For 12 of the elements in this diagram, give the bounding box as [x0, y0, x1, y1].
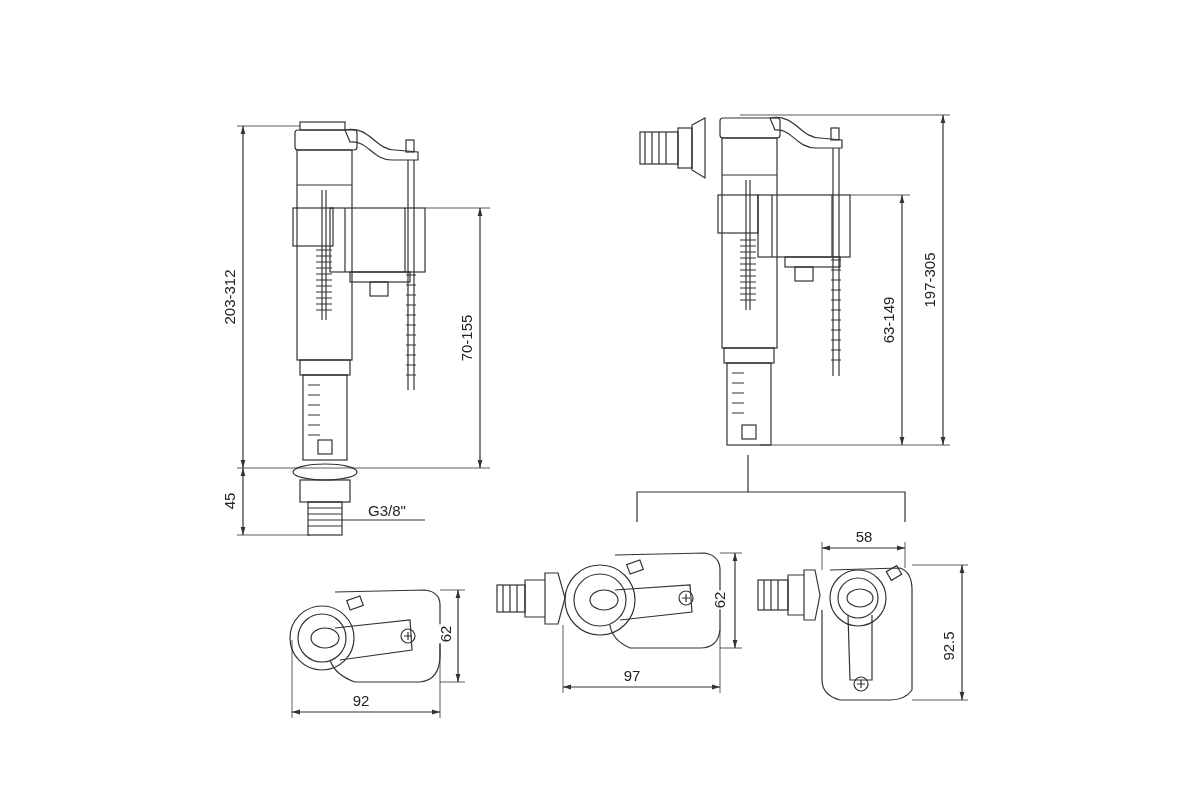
dimension-value: 62	[438, 624, 454, 644]
dimension-value: 45	[222, 491, 238, 511]
thread-size-label: G3/8"	[367, 503, 407, 519]
dimension-value: 62	[712, 590, 728, 610]
dimension-value: 70-155	[459, 313, 475, 363]
dimension-value: 92	[351, 693, 371, 709]
dimension-value: 197-305	[922, 251, 938, 309]
dimension-value: 58	[854, 529, 874, 545]
dimension-value: 97	[622, 668, 642, 684]
dimension-value: 92.5	[941, 630, 957, 662]
dimension-value: 63-149	[881, 295, 897, 345]
dimension-value: 203-312	[222, 268, 238, 326]
